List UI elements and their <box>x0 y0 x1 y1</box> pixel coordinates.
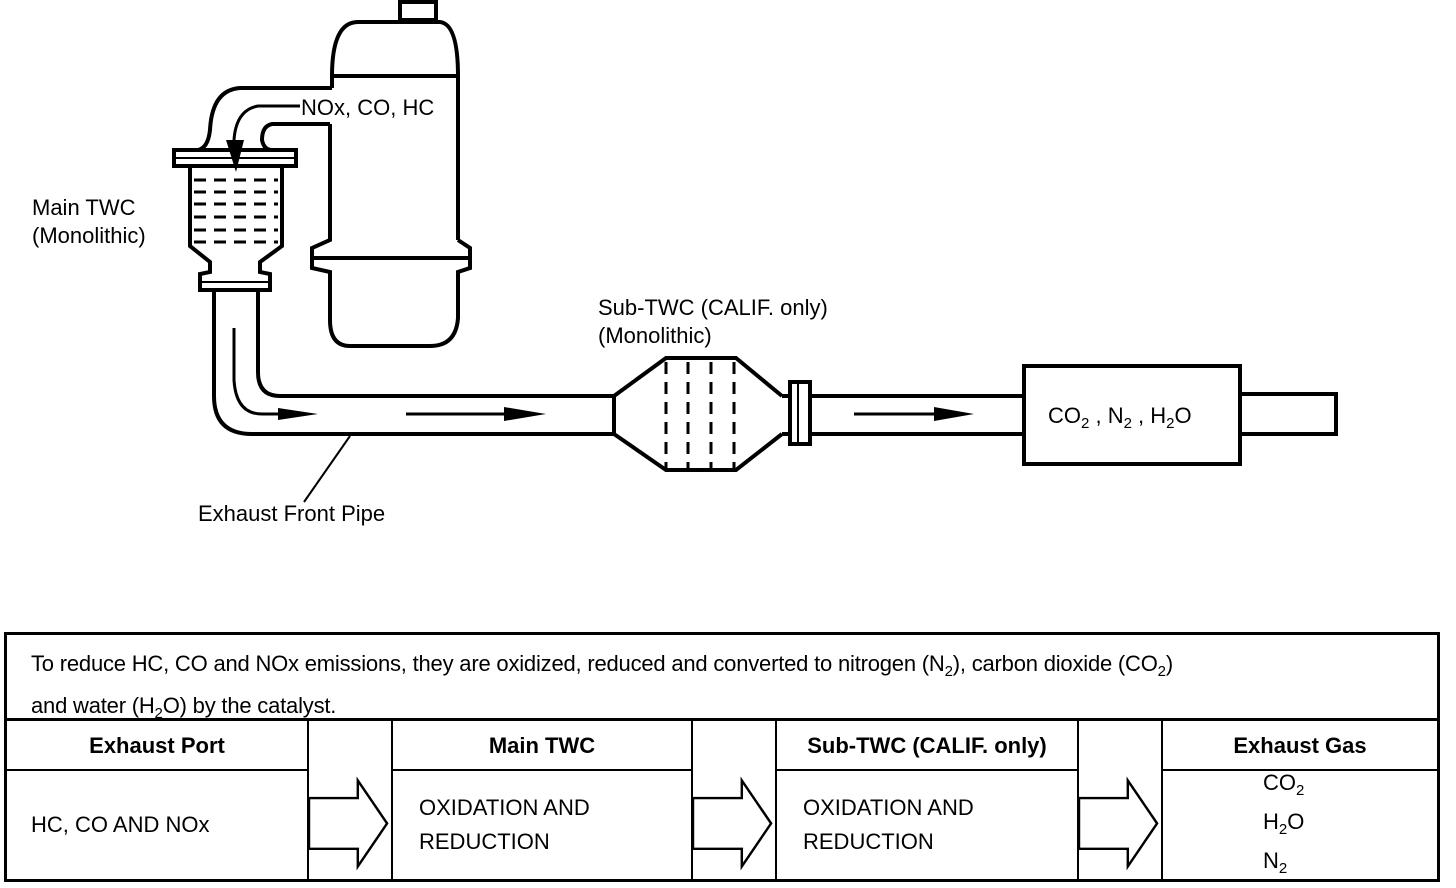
desc-text-2: ), carbon dioxide (CO <box>952 651 1158 676</box>
front-pipe-arrow-2 <box>504 407 546 421</box>
desc-sub-1: 2 <box>944 663 953 680</box>
stage-body: HC, CO AND NOx <box>7 771 307 879</box>
stage-body-line: REDUCTION <box>419 829 550 854</box>
exhaust-front-pipe-label: Exhaust Front Pipe <box>198 501 386 526</box>
manifold-outer <box>197 86 332 152</box>
outlet-n2-sub: 2 <box>1123 415 1132 432</box>
stage-header: Exhaust Gas <box>1163 721 1437 771</box>
desc-sub-2: 2 <box>1157 663 1166 680</box>
right-arrow-icon <box>693 776 773 871</box>
front-pipe-outer <box>212 292 614 436</box>
stage-body-line: OXIDATION AND <box>419 795 590 820</box>
stage-body-line: OXIDATION AND <box>803 795 974 820</box>
gas-base: N <box>1263 847 1279 873</box>
engine-lower-body <box>310 124 472 348</box>
main-twc-body <box>188 166 284 292</box>
stage-main-twc: Main TWC OXIDATION AND REDUCTION <box>393 721 693 879</box>
gas-tail: O <box>1287 808 1305 834</box>
stage-header: Main TWC <box>393 721 691 771</box>
main-twc-label: Main TWC <box>32 195 136 220</box>
inlet-gases-label: NOx, CO, HC <box>301 95 435 120</box>
process-table: To reduce HC, CO and NOx emissions, they… <box>4 632 1440 882</box>
outlet-n2-base: N <box>1107 403 1124 428</box>
gas-sub: 2 <box>1278 859 1288 877</box>
right-arrow-icon <box>309 776 389 871</box>
outlet-sep-1: , <box>1089 403 1108 428</box>
outlet-gases-label: CO2 , N2 , H2O <box>1048 402 1192 438</box>
main-twc-monolith-dashes <box>194 178 278 244</box>
main-twc-type-label: (Monolithic) <box>32 223 146 248</box>
outlet-co2-base: CO <box>1048 403 1081 428</box>
outlet-h2o-base: H <box>1150 403 1167 428</box>
desc-sub-3: 2 <box>154 705 163 722</box>
sub-twc-body <box>612 356 784 472</box>
sub-twc-monolith-dashes <box>664 362 736 468</box>
center-pipe-arrow <box>934 407 974 421</box>
outlet-sep-2: , <box>1131 403 1151 428</box>
gas-item-n2: N2 <box>1263 845 1304 884</box>
stage-body-line: REDUCTION <box>803 829 934 854</box>
stage-exhaust-port: Exhaust Port HC, CO AND NOx <box>7 721 309 879</box>
process-description: To reduce HC, CO and NOx emissions, they… <box>7 635 1437 722</box>
muffler <box>1022 364 1242 466</box>
front-pipe-inner <box>256 292 614 398</box>
sub-twc-type-label: (Monolithic) <box>598 323 712 348</box>
main-twc-converter <box>172 148 298 292</box>
stage-body: OXIDATION AND REDUCTION <box>393 771 691 879</box>
gas-base: CO <box>1263 769 1296 795</box>
flow-arrow-3 <box>1079 721 1163 879</box>
sub-twc-converter <box>612 356 812 472</box>
exhaust-system-diagram <box>172 0 1338 503</box>
stage-header: Exhaust Port <box>7 721 307 771</box>
right-arrow-icon <box>1079 776 1159 871</box>
gas-item-co2: CO2 <box>1263 767 1304 806</box>
exhaust-gas-list: CO2 H2O N2 <box>1163 767 1304 884</box>
description-line-2: and water (H2O) by the catalyst. <box>31 689 1415 731</box>
stage-exhaust-gas: Exhaust Gas CO2 H2O N2 <box>1163 721 1437 879</box>
engine-block <box>310 0 472 348</box>
stage-body: OXIDATION AND REDUCTION <box>777 771 1077 879</box>
tailpipe <box>1240 392 1338 436</box>
front-pipe-arrow-1 <box>278 408 318 420</box>
flow-arrow-1 <box>309 721 393 879</box>
desc-text-5: O) by the catalyst. <box>162 693 337 718</box>
gas-sub: 2 <box>1278 820 1288 838</box>
desc-text-1: To reduce HC, CO and NOx emissions, they… <box>31 651 945 676</box>
center-pipe <box>810 394 1024 436</box>
engine-upper-body <box>330 20 460 240</box>
sub-twc-flange <box>788 380 812 446</box>
outlet-h2o-tail: O <box>1174 403 1192 428</box>
outlet-co2-sub: 2 <box>1081 415 1090 432</box>
stage-body: CO2 H2O N2 <box>1163 770 1437 879</box>
flow-arrow-2 <box>693 721 777 879</box>
stage-body-text: HC, CO AND NOx <box>31 812 210 837</box>
desc-text-3: ) <box>1165 651 1173 676</box>
stage-sub-twc: Sub-TWC (CALIF. only) OXIDATION AND REDUC… <box>777 721 1079 879</box>
engine-cap <box>398 0 438 22</box>
stage-header: Sub-TWC (CALIF. only) <box>777 721 1077 771</box>
gas-sub: 2 <box>1296 781 1305 799</box>
manifold-inner <box>259 122 330 152</box>
sub-twc-label: Sub-TWC (CALIF. only) <box>598 295 828 320</box>
exhaust-front-pipe <box>212 292 614 503</box>
desc-text-4: and water (H <box>31 693 155 718</box>
front-pipe-flow-line <box>232 328 290 416</box>
description-line-1: To reduce HC, CO and NOx emissions, they… <box>31 647 1415 689</box>
front-pipe-leader-line <box>303 435 351 503</box>
gas-item-h2o: H2O <box>1263 806 1304 845</box>
gas-base: H <box>1263 808 1279 834</box>
outlet-h2o-sub: 2 <box>1166 415 1175 432</box>
